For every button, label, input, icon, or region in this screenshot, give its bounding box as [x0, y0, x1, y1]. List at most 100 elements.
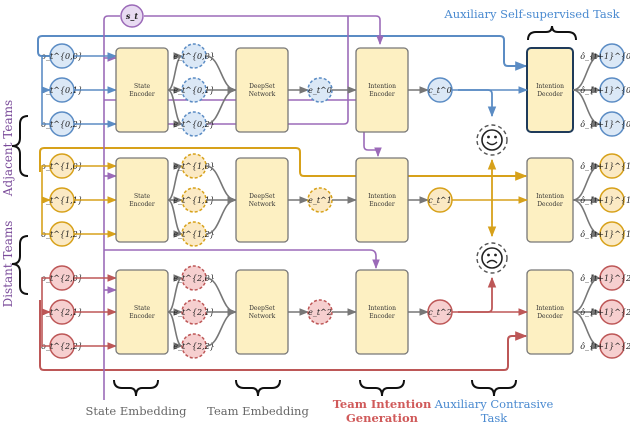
emb-to-deepset-arrow-2-2: [205, 308, 237, 347]
deepset-network-0-label-line: DeepSet: [249, 83, 275, 90]
team-row-1: o_t^{1,0}o_t^{1,1}o_t^{1,2}StateEncodere…: [41, 153, 630, 247]
intention-encoder-0-label-line: Encoder: [369, 91, 395, 98]
intention-decoder-0-label-line: Intention: [536, 83, 564, 90]
decoder-to-pred-arrow-2-2: [572, 311, 601, 350]
obs-node-2-0-label: o_t^{2,0}: [41, 274, 83, 283]
emb-to-deepset-arrow-1-2: [205, 196, 237, 235]
purple-state-vertical: [104, 16, 349, 125]
global-state-node: s_t: [120, 4, 144, 28]
pred-node-1-1: ô_{t+1}^{1,1}: [580, 187, 630, 213]
caption-state-embedding: State Embedding: [85, 404, 187, 418]
distant-teams-label: Distant Teams: [1, 221, 15, 308]
top-brace: [527, 25, 577, 41]
state-encoder-2-label-line: Encoder: [129, 313, 155, 320]
emb-node-0-0-label: e_t^{0,0}: [173, 52, 215, 61]
pred-node-1-0-label: ô_{t+1}^{1,0}: [580, 162, 630, 171]
intention-decoder-2-label-line: Intention: [536, 305, 564, 312]
pred-node-0-2-label: ô_{t+1}^{0,2}: [580, 120, 630, 129]
intention-encoder-1-label-line: Intention: [368, 193, 396, 200]
pred-node-2-1-label: ô_{t+1}^{2,1}: [580, 308, 630, 317]
adjacent-teams-label: Adjacent Teams: [1, 100, 15, 197]
pred-node-1-1-label: ô_{t+1}^{1,1}: [580, 196, 630, 205]
caption-aux-contrastive-line2: Task: [481, 411, 509, 425]
emb-node-0-1-label: e_t^{0,1}: [173, 86, 215, 95]
emb-node-0-2-label: e_t^{0,2}: [173, 120, 215, 129]
pred-node-0-2: ô_{t+1}^{0,2}: [580, 111, 630, 137]
emb-node-2-0-label: e_t^{2,0}: [173, 274, 215, 283]
bottom-brace-3: [471, 379, 517, 397]
intention-decoder-1-label-line: Intention: [536, 193, 564, 200]
intent-node-0: c_t^0: [427, 77, 453, 103]
obs-node-1-2-label: o_t^{1,2}: [41, 230, 83, 239]
bottom-brace-2: [359, 379, 405, 397]
intention-encoder-2-label-line: Intention: [368, 305, 396, 312]
agg-node-2: e_t^2: [307, 299, 333, 325]
deepset-network-2-label-line: DeepSet: [249, 305, 275, 312]
deepset-network-2-label-line: Network: [249, 313, 276, 320]
pred-node-1-2-label: ô_{t+1}^{1,2}: [580, 230, 630, 239]
pred-node-1-0: ô_{t+1}^{1,0}: [580, 153, 630, 179]
adjacent-teams-brace: [11, 115, 29, 177]
encoder-to-emb-arrow-1-0: [167, 162, 183, 201]
emb-node-1-1-label: e_t^{1,1}: [173, 196, 215, 205]
bottom-brace-0: [113, 379, 159, 397]
distant-to-negative-arrow: [458, 276, 497, 313]
distant-teams-brace: [11, 235, 29, 295]
pred-node-0-1: ô_{t+1}^{0,1}: [580, 77, 630, 103]
bottom-braces: [113, 379, 517, 397]
state-encoder-1-label-line: State: [134, 193, 151, 200]
intention-encoder-2-label-line: Encoder: [369, 313, 395, 320]
caption-team-intention-line2: Generation: [346, 411, 419, 425]
pred-node-2-2: ô_{t+1}^{2,2}: [580, 333, 630, 359]
caption-aux-contrastive-line1: Auxiliary Contrasive: [434, 397, 554, 411]
team-row-0: o_t^{0,0}o_t^{0,1}o_t^{0,2}StateEncodere…: [41, 43, 630, 137]
sad-face-icon: [476, 242, 508, 274]
agg-node-1: e_t^1: [307, 187, 333, 213]
encoder-to-emb-arrow-0-2: [167, 89, 183, 128]
encoder-to-emb-arrow-2-0: [167, 274, 183, 313]
emb-to-deepset-arrow-1-0: [205, 165, 237, 204]
state-encoder-0-label-line: Encoder: [129, 91, 155, 98]
agg-node-0: e_t^0: [307, 77, 333, 103]
state-encoder-1-label-line: Encoder: [129, 201, 155, 208]
obs-node-0-2-label: o_t^{0,2}: [41, 120, 83, 129]
emb-to-deepset-arrow-0-2: [205, 86, 237, 125]
obs-node-2-1-label: o_t^{2,1}: [41, 308, 83, 317]
state-encoder-2-label-line: State: [134, 305, 151, 312]
obs-node-0-0-label: o_t^{0,0}: [41, 52, 83, 61]
intention-decoder-1-label-line: Decoder: [537, 201, 563, 208]
yellow-aux-loop: [39, 147, 528, 181]
intention-encoder-0-label-line: Intention: [368, 83, 396, 90]
intention-encoder-1-label-line: Encoder: [369, 201, 395, 208]
team-row-2: o_t^{2,0}o_t^{2,1}o_t^{2,2}StateEncodere…: [41, 265, 630, 359]
state-encoder-0-label-line: State: [134, 83, 151, 90]
obs-node-1-0-label: o_t^{1,0}: [41, 162, 83, 171]
deepset-network-0-label-line: Network: [249, 91, 276, 98]
agg-node-0-label: e_t^0: [308, 86, 332, 95]
intent-node-1: c_t^1: [427, 187, 453, 213]
emb-node-2-2-label: e_t^{2,2}: [173, 342, 215, 351]
intent-node-2: c_t^2: [427, 299, 453, 325]
pred-node-0-0: ô_{t+1}^{0,0}: [580, 43, 630, 69]
intention-decoder-0-label-line: Decoder: [537, 91, 563, 98]
decoder-to-pred-arrow-1-2: [572, 199, 601, 238]
obs-node-1-1-label: o_t^{1,1}: [41, 196, 83, 205]
emb-to-deepset-arrow-0-0: [205, 55, 237, 94]
encoder-to-emb-arrow-2-2: [167, 311, 183, 350]
obs-node-2-2-label: o_t^{2,2}: [41, 342, 83, 351]
agg-node-2-label: e_t^2: [308, 308, 332, 317]
pred-node-0-1-label: ô_{t+1}^{0,1}: [580, 86, 630, 95]
decoder-to-pred-arrow-1-0: [572, 162, 601, 201]
pred-node-2-0: ô_{t+1}^{2,0}: [580, 265, 630, 291]
pred-node-2-0-label: ô_{t+1}^{2,0}: [580, 274, 630, 283]
emb-node-1-2-label: e_t^{1,2}: [173, 230, 215, 239]
